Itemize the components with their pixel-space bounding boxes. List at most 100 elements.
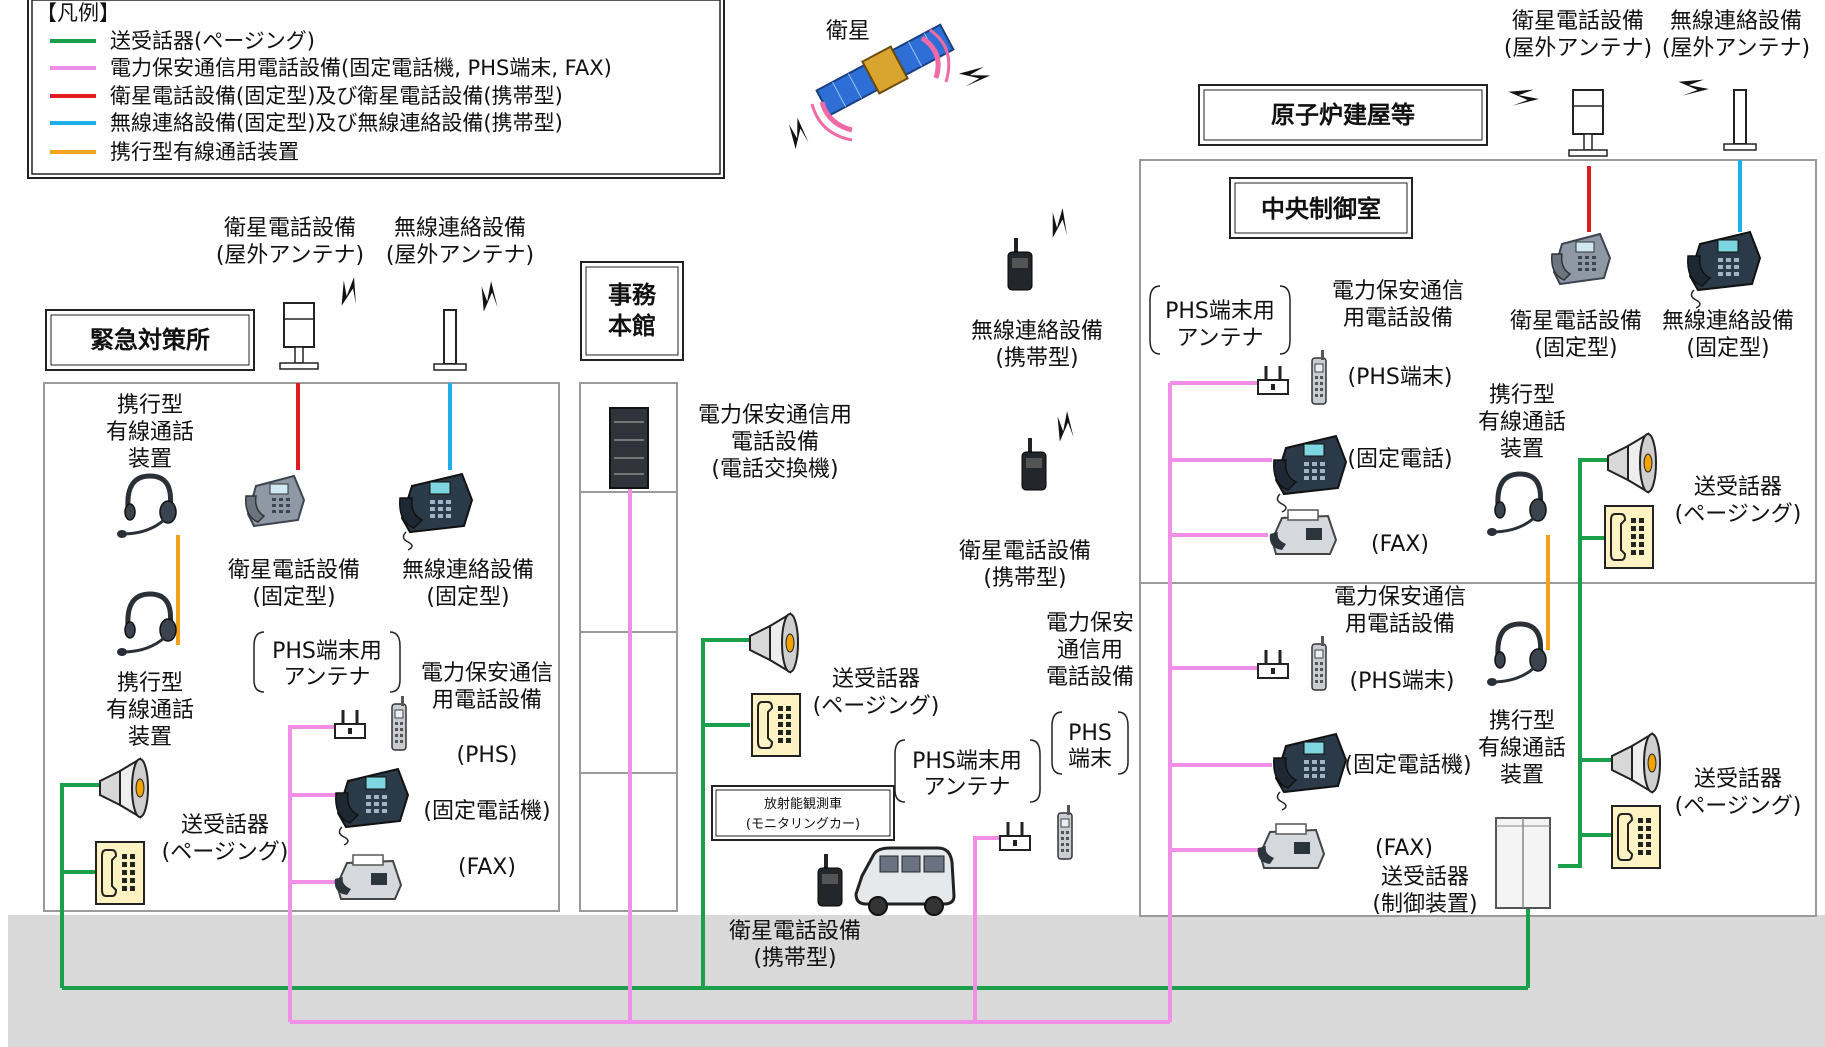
label-line: 携行型 [117, 671, 183, 696]
label-line: PHS端末用 [272, 639, 382, 664]
legend-item: 電力保安通信用電話設備(固定電話機, PHS端末, FAX) [110, 56, 612, 80]
label-line: 電力保安通信用 [698, 403, 852, 428]
phs-handset-icon [1057, 804, 1073, 860]
phs-handset-icon [391, 695, 407, 751]
reactor-building [1139, 159, 1817, 917]
headset-icon [1487, 624, 1546, 686]
reactor-name: 原子炉建屋等 [1271, 101, 1415, 129]
monitoring-car-icon [854, 846, 956, 916]
legend-item: 送受話器(ページング) [110, 29, 315, 53]
label-line: 電話設備 [1046, 665, 1134, 690]
phs-antenna-label-bracket: PHS端末用 アンテナ [253, 631, 401, 693]
label-line: 無線連絡設備 [394, 216, 526, 241]
label-line: (固定型) [252, 585, 335, 610]
headset-icon [117, 476, 176, 538]
office-name-line: 事務 [608, 281, 657, 309]
fixed-phone-icon [1272, 733, 1347, 811]
paging-handset-icon [95, 841, 145, 905]
radio-antenna-icon [1723, 89, 1757, 151]
label-line: 衛星電話設備 [729, 919, 861, 944]
label-line: (屋外アンテナ) [386, 243, 534, 268]
office-name-line: 本館 [608, 312, 656, 340]
label-line: 有線通話 [106, 698, 194, 723]
label-line: PHS端末用 [1165, 299, 1275, 324]
label-line: 送受話器 [1381, 865, 1469, 890]
label-line: 有線通話 [1478, 736, 1566, 761]
phs-label: (PHS) [457, 743, 518, 768]
label-line: 放射能観測車 [764, 796, 842, 812]
fixed-phone-icon [334, 768, 409, 846]
phs-antenna-label-bracket: PHS端末用 アンテナ [894, 739, 1041, 803]
speaker-icon [1611, 733, 1661, 793]
radio-fixed-phone-icon [398, 473, 473, 551]
radio-antenna-icon [433, 309, 467, 371]
label-line: 携行型 [1489, 383, 1555, 408]
speaker-icon [1607, 433, 1657, 493]
pink-power-phone-wires [288, 381, 1272, 1024]
label-line: (モニタリングカー) [746, 817, 860, 832]
speaker-icon [749, 613, 799, 673]
label-line: 有線通話 [1478, 410, 1566, 435]
control-room-name-box: 中央制御室 [1229, 177, 1413, 239]
headset-icon [117, 594, 176, 656]
label-line: 端末 [1068, 747, 1112, 772]
label-line: 送受話器 [1694, 475, 1782, 500]
label-line: (携帯型) [983, 566, 1066, 591]
label-line: 携行型 [117, 393, 183, 418]
paging-handset-icon [1604, 505, 1654, 569]
speaker-icon [99, 758, 149, 818]
fax-label: (FAX) [1371, 532, 1429, 557]
label-line: 電力保安通信 [1334, 585, 1466, 610]
fixed-phone-label: (固定電話) [1347, 447, 1452, 472]
signal-bolt-icon [780, 115, 817, 153]
label-line: 装置 [1500, 763, 1544, 788]
phs-handset-icon [1311, 349, 1327, 405]
label-line: (携帯型) [995, 346, 1078, 371]
radio-fixed-phone-icon [1686, 231, 1761, 309]
label-line: 送受話器 [1694, 767, 1782, 792]
reactor-name-box: 原子炉建屋等 [1198, 84, 1488, 146]
signal-bolt-icon [1673, 68, 1712, 106]
phs-antenna-icon [1256, 648, 1290, 680]
label-line: (携帯型) [753, 946, 836, 971]
label-line: 電力保安 [1046, 611, 1134, 636]
phs-label: (PHS端末) [1348, 365, 1453, 390]
label-line: (固定型) [1686, 336, 1769, 361]
signal-bolt-icon [330, 274, 369, 312]
paging-handset-icon [1611, 805, 1661, 869]
label-line: 用電話設備 [1343, 306, 1453, 331]
label-line: 携行型 [1489, 709, 1555, 734]
label-line: (屋外アンテナ) [216, 243, 364, 268]
label-line: (制御装置) [1372, 892, 1477, 917]
label-line: アンテナ [923, 775, 1010, 800]
label-line: 用電話設備 [432, 688, 542, 713]
label-line: 衛星電話設備 [228, 558, 360, 583]
label-line: (固定型) [426, 585, 509, 610]
fixed-phone-label: (固定電話機) [423, 799, 550, 824]
label-line: 電力保安通信 [1332, 279, 1464, 304]
label-line: 衛星電話設備 [1510, 309, 1642, 334]
label-line: 無線連絡設備 [1670, 9, 1802, 34]
fixed-phone-label: (固定電話機) [1344, 753, 1471, 778]
ground-area [8, 915, 1825, 1047]
label-line: 衛星電話設備 [224, 216, 356, 241]
label-line: PHS [1068, 721, 1112, 746]
satellite-antenna-icon [1568, 89, 1608, 157]
label-line: 無線連絡設備 [402, 558, 534, 583]
emergency-center-building [43, 382, 560, 912]
satellite-fixed-phone-icon [1550, 233, 1611, 285]
label-line: 装置 [1500, 437, 1544, 462]
office-name-box: 事務 本館 [580, 261, 684, 361]
label-line: 装置 [128, 725, 172, 750]
radio-portable-icon [1007, 237, 1033, 291]
label-line: 送受話器 [832, 667, 920, 692]
legend-title: 【凡例】 [36, 1, 120, 25]
legend: 【凡例】 送受話器(ページング) 電力保安通信用電話設備(固定電話機, PHS端… [27, 0, 725, 179]
satellite-fixed-phone-icon [244, 475, 305, 527]
label-line: (ページング) [162, 840, 289, 865]
label-line: アンテナ [1176, 326, 1263, 351]
label-line: (固定型) [1534, 336, 1617, 361]
satellite-label: 衛星 [826, 19, 870, 44]
label-line: (電話交換機) [711, 457, 838, 482]
